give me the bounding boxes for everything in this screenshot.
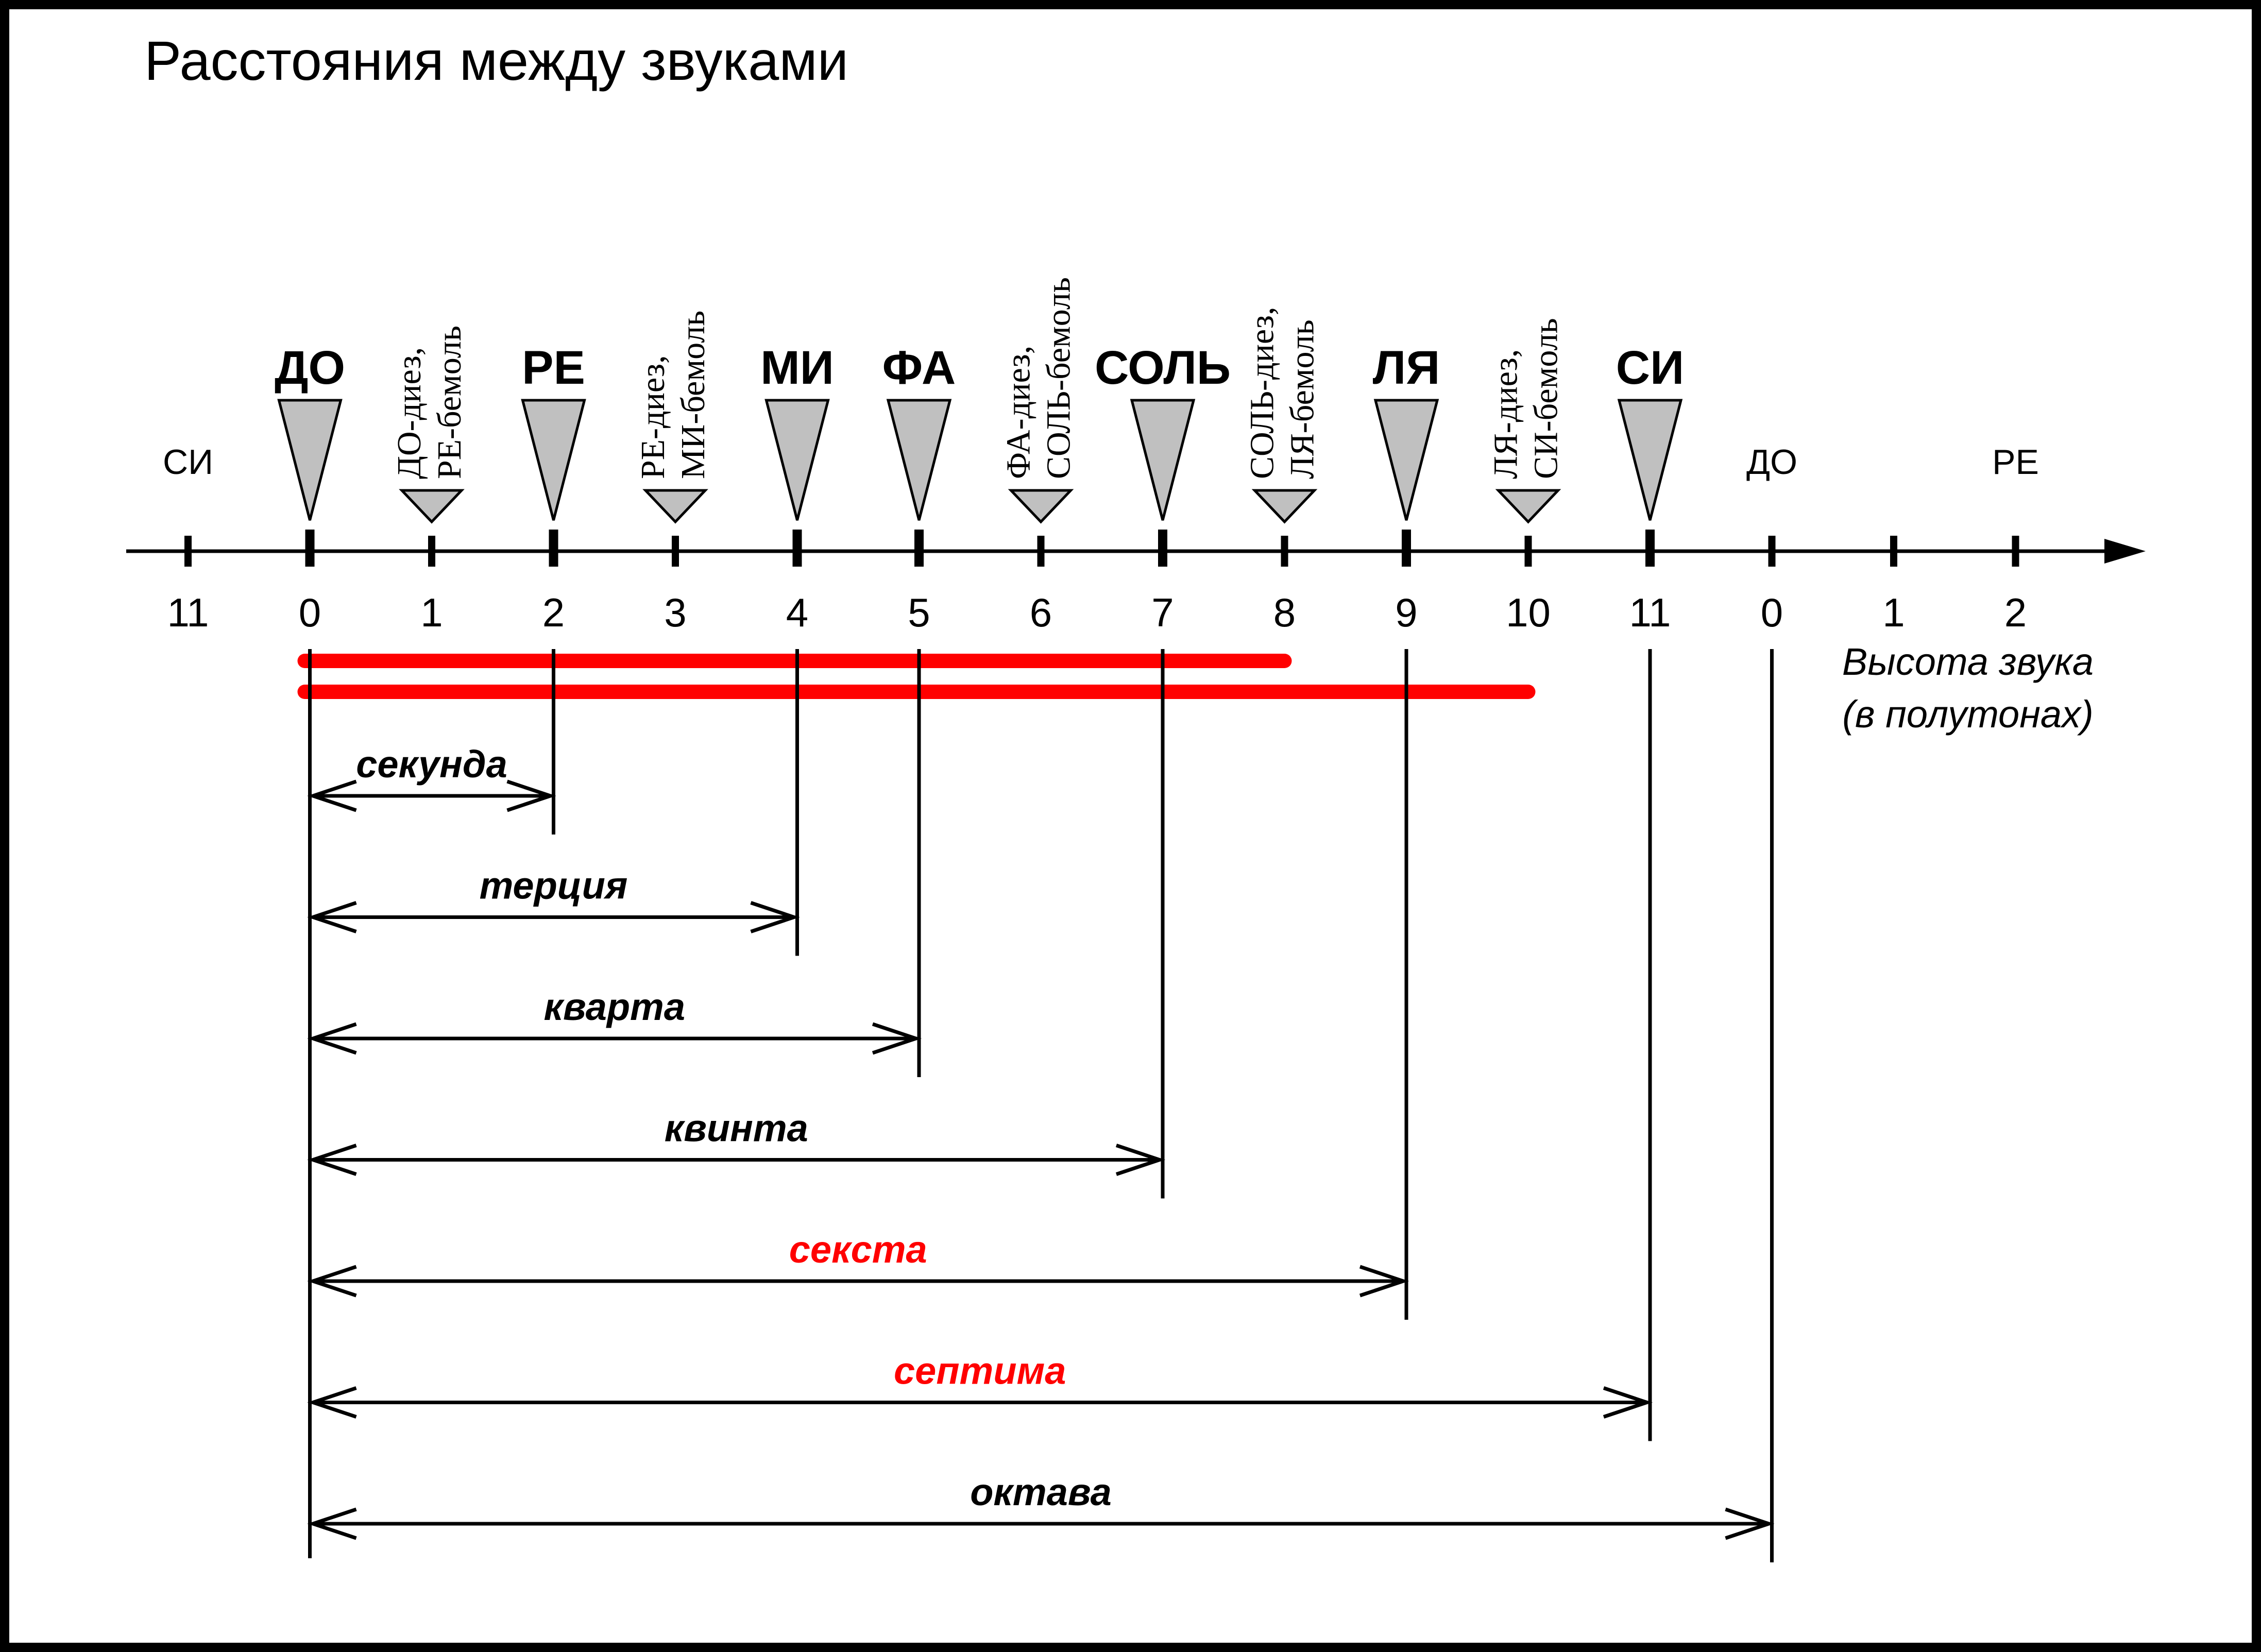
accidental-marker xyxy=(1008,489,1074,524)
tick-label: 2 xyxy=(542,590,565,635)
tick-label: 1 xyxy=(420,590,443,635)
note-marker xyxy=(277,399,343,521)
note-marker xyxy=(1130,399,1196,521)
note-name: РЕ xyxy=(522,342,585,394)
accidental-marker xyxy=(1495,489,1561,524)
tick-label: 7 xyxy=(1151,590,1174,635)
tick-label: 10 xyxy=(1506,590,1551,635)
interval-name: секста xyxy=(789,1228,927,1271)
interval-name: септима xyxy=(894,1350,1066,1392)
interval-arrowhead-right xyxy=(872,1022,922,1055)
note-marker xyxy=(886,399,952,521)
interval-arrowhead-left xyxy=(307,779,357,812)
interval-arrowhead-left xyxy=(307,1022,357,1055)
accidental-marker xyxy=(399,489,465,524)
note-name: ДО xyxy=(275,342,345,394)
note-marker xyxy=(764,399,830,521)
note-name: РЕ xyxy=(1992,442,2039,482)
note-marker xyxy=(521,399,586,521)
interval-arrowhead-left xyxy=(307,1507,357,1540)
note-name: ЛЯ xyxy=(1373,342,1440,394)
accidental-name: РЕ-диез, xyxy=(634,355,672,479)
accidental-name: СОЛЬ-бемоль xyxy=(1040,277,1078,479)
diagram-title: Расстояния между звуками xyxy=(144,29,848,92)
accidental-name: МИ-бемоль xyxy=(674,311,712,479)
interval-name: октава xyxy=(970,1471,1112,1513)
interval-arrowhead-right xyxy=(1603,1386,1653,1419)
accidental-name: ФА-диез, xyxy=(1000,346,1038,479)
tick-label: 0 xyxy=(299,590,321,635)
tick-label: 6 xyxy=(1030,590,1052,635)
axis-label-line2: (в полутонах) xyxy=(1842,693,2093,736)
accidental-name: ЛЯ-диез, xyxy=(1487,349,1525,479)
interval-arrowhead-right xyxy=(1359,1265,1409,1298)
note-name: ФА xyxy=(882,342,956,394)
note-name: СИ xyxy=(163,442,213,482)
interval-arrowhead-left xyxy=(307,1265,357,1298)
interval-arrowhead-right xyxy=(506,779,556,812)
interval-arrowhead-right xyxy=(1725,1507,1775,1540)
interval-arrowhead-right xyxy=(1115,1144,1166,1176)
tick-label: 1 xyxy=(1882,590,1905,635)
axis-label-line1: Высота звука xyxy=(1842,640,2094,683)
interval-arrowhead-right xyxy=(750,901,800,933)
interval-name: секунда xyxy=(356,743,507,786)
interval-name: кварта xyxy=(543,985,685,1028)
axis-arrowhead xyxy=(2104,539,2146,564)
note-marker xyxy=(1373,399,1439,521)
interval-arrowhead-left xyxy=(307,901,357,933)
accidental-name: ЛЯ-бемоль xyxy=(1284,319,1321,479)
tick-label: 11 xyxy=(167,590,209,635)
note-name: МИ xyxy=(760,342,834,394)
interval-arrowhead-left xyxy=(307,1144,357,1176)
interval-arrowhead-left xyxy=(307,1386,357,1419)
tick-label: 5 xyxy=(908,590,930,635)
note-name: ДО xyxy=(1746,442,1797,482)
tick-label: 2 xyxy=(2004,590,2027,635)
tick-label: 0 xyxy=(1761,590,1783,635)
note-name: СИ xyxy=(1616,342,1685,394)
tick-label: 11 xyxy=(1629,590,1671,635)
note-marker xyxy=(1617,399,1683,521)
accidental-name: ДО-диез, xyxy=(390,347,428,479)
tick-label: 9 xyxy=(1395,590,1417,635)
accidental-name: СОЛЬ-диез, xyxy=(1244,306,1281,479)
accidental-marker xyxy=(1251,489,1318,524)
note-name: СОЛЬ xyxy=(1095,342,1231,394)
tick-label: 4 xyxy=(786,590,808,635)
accidental-name: РЕ-бемоль xyxy=(431,326,468,479)
accidental-name: СИ-бемоль xyxy=(1527,318,1565,479)
accidental-marker xyxy=(642,489,708,524)
tick-label: 8 xyxy=(1273,590,1296,635)
interval-name: квинта xyxy=(665,1107,808,1150)
tick-label: 3 xyxy=(664,590,686,635)
interval-name: терция xyxy=(480,864,628,907)
